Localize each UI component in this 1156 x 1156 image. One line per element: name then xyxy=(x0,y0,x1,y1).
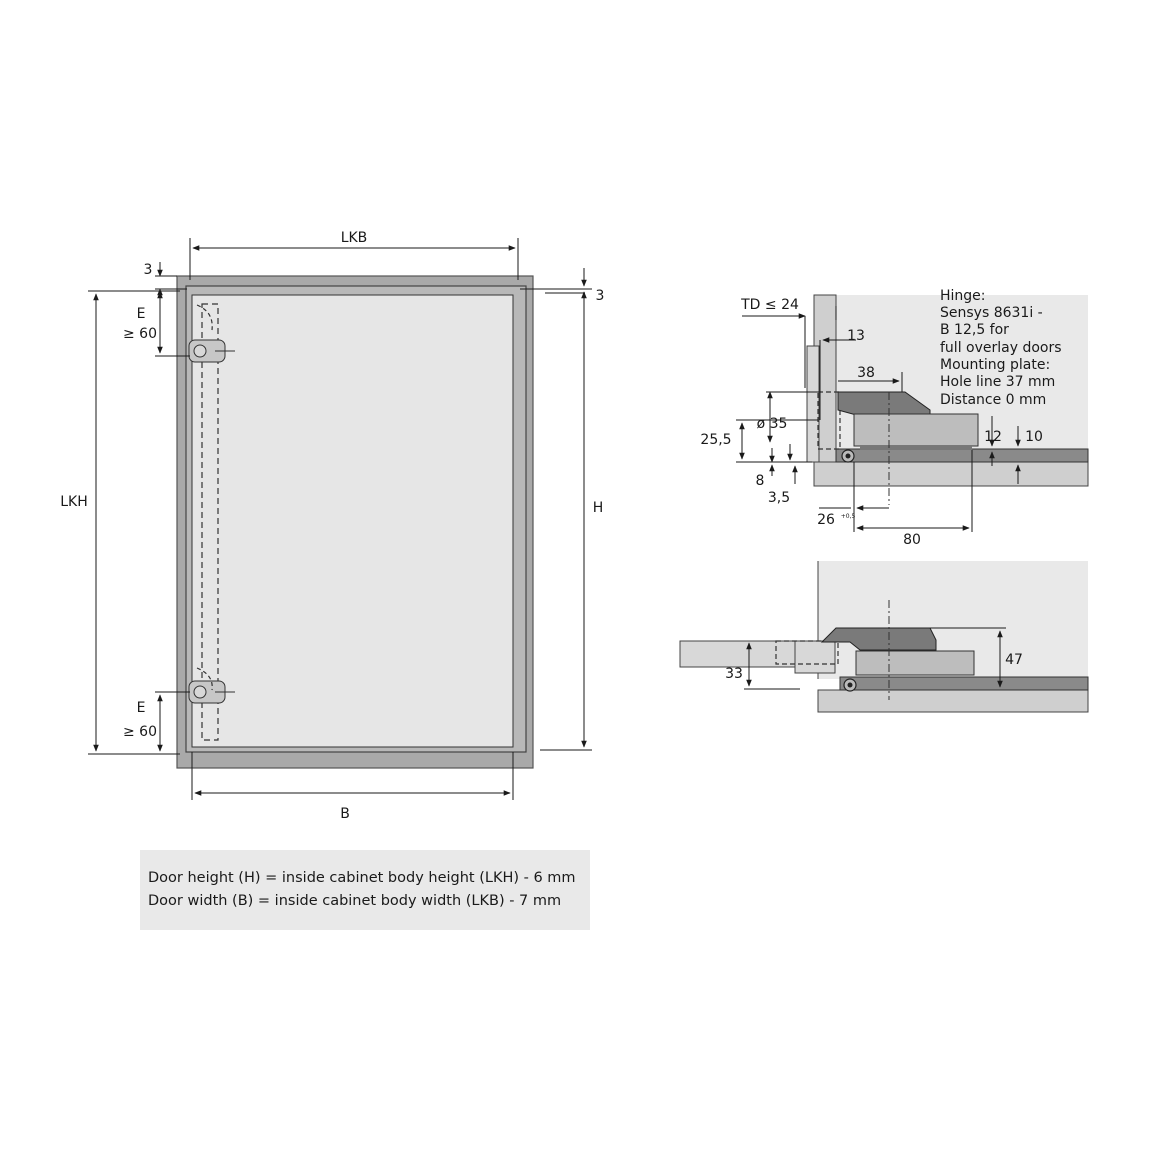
hinge-top xyxy=(188,304,235,363)
hinge-note: Hinge: Sensys 8631i - B 12,5 for full ov… xyxy=(940,288,1062,408)
dim-13-label: 13 xyxy=(847,328,865,344)
hinge-section-view: TD ≤ 24 13 38 ø 35 25,5 8 3,5 26 +0,5 8 xyxy=(700,288,1089,548)
lkb-label: LKB xyxy=(341,230,368,246)
formula-box: Door height (H) = inside cabinet body he… xyxy=(140,850,590,930)
dim-3-5-label: 3,5 xyxy=(768,490,790,506)
dim-38-label: 38 xyxy=(857,365,875,381)
dim-80-label: 80 xyxy=(903,532,921,548)
cabinet-front-view: LKB LKH 3 E ≥ 60 E ≥ 60 H 3 xyxy=(60,230,604,822)
dim-26-label: 26 xyxy=(817,512,835,528)
door-edge-open xyxy=(839,676,1089,691)
dim-33-label: 33 xyxy=(725,666,743,682)
cabinet-bottom-panel xyxy=(813,461,1089,487)
door-section xyxy=(806,345,820,463)
door-inner-face xyxy=(191,294,514,748)
mounting-plate-open xyxy=(855,650,975,676)
hinge-bottom-e-label: E xyxy=(137,700,146,716)
door-open xyxy=(679,640,805,668)
td-label: TD ≤ 24 xyxy=(740,297,799,313)
top-gap-left-label: 3 xyxy=(144,262,153,278)
svg-text:Mounting plate:: Mounting plate: xyxy=(940,357,1050,373)
lkh-label: LKH xyxy=(60,494,88,510)
dim-25-5-label: 25,5 xyxy=(700,432,731,448)
hinge-bottom xyxy=(188,667,235,704)
svg-text:B 12,5 for: B 12,5 for xyxy=(940,322,1009,338)
dim-12-label: 12 xyxy=(984,429,1002,445)
cup-dia-label: ø 35 xyxy=(757,416,788,432)
svg-text:Distance 0 mm: Distance 0 mm xyxy=(940,392,1046,408)
svg-text:Hinge:: Hinge: xyxy=(940,288,986,304)
hinge-arm-open xyxy=(820,627,937,651)
mounting-strip-dashed xyxy=(201,303,219,741)
mounting-plate xyxy=(853,413,979,447)
formula-door-width: Door width (B) = inside cabinet body wid… xyxy=(148,893,562,909)
svg-text:Hole line 37 mm: Hole line 37 mm xyxy=(940,374,1055,390)
dim-26-tol-label: +0,5 xyxy=(841,513,856,520)
formula-door-height: Door height (H) = inside cabinet body he… xyxy=(148,870,576,886)
dim-10-label: 10 xyxy=(1025,429,1043,445)
cabinet-bottom-open xyxy=(817,689,1089,713)
top-gap-right-label: 3 xyxy=(596,288,605,304)
dim-8-label: 8 xyxy=(756,473,765,489)
hinge-top-e-label: E xyxy=(137,306,146,322)
hinge-bottom-min-label: ≥ 60 xyxy=(123,724,157,740)
cup-dashed-open xyxy=(775,640,839,665)
dim-47-label: 47 xyxy=(1005,652,1023,668)
b-label: B xyxy=(340,806,350,822)
svg-text:Sensys 8631i -: Sensys 8631i - xyxy=(940,305,1043,321)
svg-text:full overlay doors: full overlay doors xyxy=(940,340,1062,356)
h-label: H xyxy=(593,500,604,516)
door-edge-strip xyxy=(835,448,1089,463)
hinge-top-min-label: ≥ 60 xyxy=(123,326,157,342)
hinge-open-view: 33 47 xyxy=(679,561,1089,713)
